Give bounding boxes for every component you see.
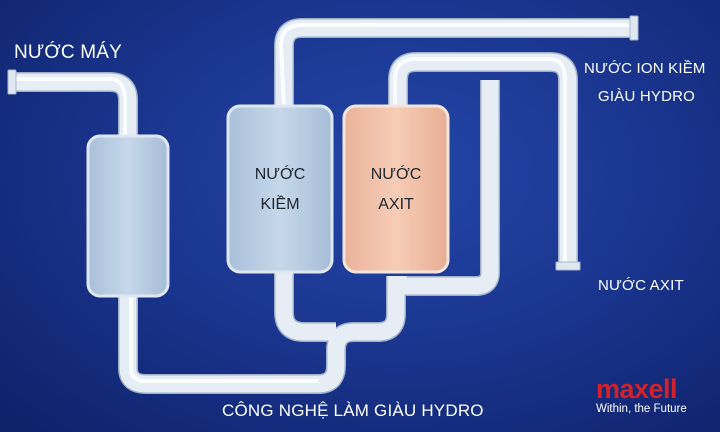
inlet-label: NƯỚC MÁY [14, 42, 123, 63]
acid-outlet-label: NƯỚC AXIT [598, 277, 684, 294]
acid-tank-label: NƯỚC AXIT [344, 160, 448, 220]
acid-tank-label-line1: NƯỚC [370, 166, 422, 183]
alkaline-tank-label: NƯỚC KIỀM [228, 160, 332, 220]
acid-tank [342, 104, 450, 274]
logo-wordmark: maxell [596, 374, 678, 404]
alkaline-tank-label-line1: NƯỚC [254, 166, 306, 183]
alkaline-outlet-label-line2: GIÀU HYDRO [598, 88, 696, 105]
alkaline-tank-label-line2: KIỀM [260, 196, 300, 213]
inlet-flange [7, 69, 17, 95]
alkaline-tank [226, 104, 334, 274]
diagram-caption: CÔNG NGHỆ LÀM GIÀU HYDRO [222, 401, 484, 420]
acid-tank-label-line2: AXIT [378, 196, 414, 213]
maxell-logo: maxell Within, the Future [596, 376, 708, 416]
acid-outlet-flange [555, 261, 581, 271]
alkaline-outlet-label-line1: NƯỚC ION KIỀM [584, 60, 706, 77]
filter-tank [86, 134, 170, 298]
logo-tagline: Within, the Future [596, 403, 687, 415]
alkaline-outlet-flange [629, 15, 639, 41]
